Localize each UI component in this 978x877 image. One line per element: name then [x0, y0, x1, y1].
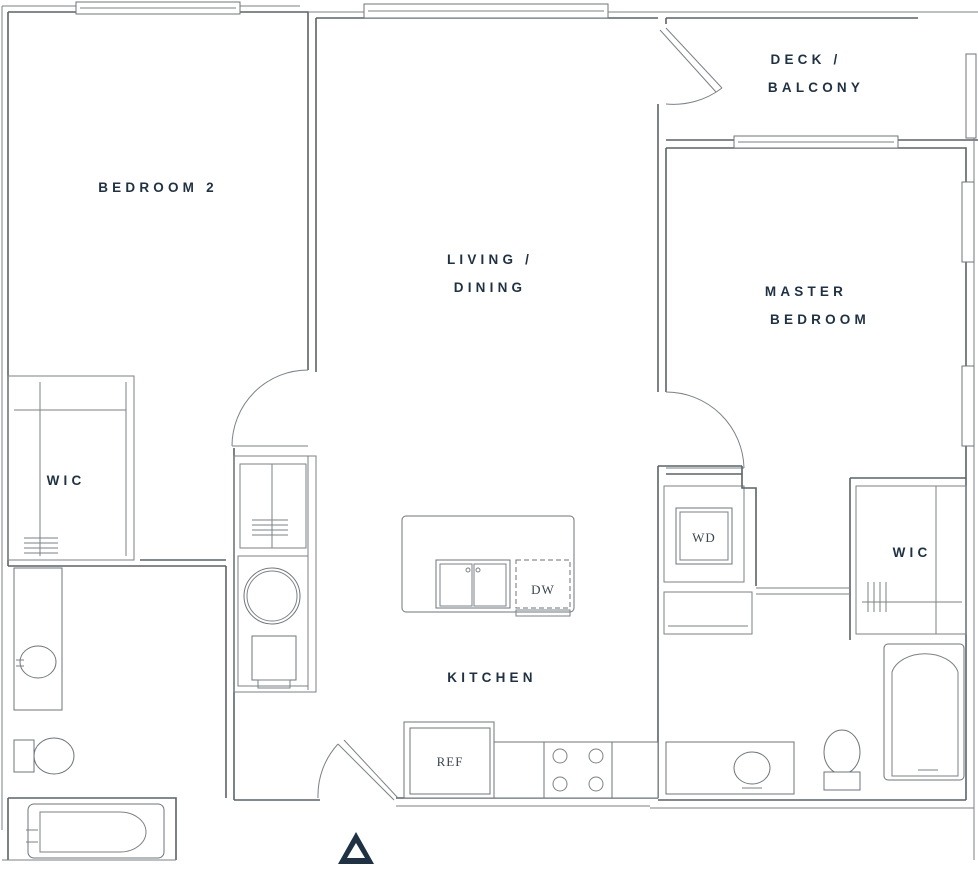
label-master-bedroom: BEDROOM — [770, 312, 870, 327]
washer-dryer-label: WD — [692, 530, 716, 545]
bath-left — [13, 567, 165, 859]
center-closet — [233, 455, 317, 693]
wic-right — [855, 485, 967, 635]
kitchen-island: DW — [401, 515, 575, 617]
label-living: LIVING / — [447, 252, 533, 267]
refrigerator-label: REF — [437, 754, 464, 769]
label-deck: DECK / — [771, 52, 842, 67]
label-balcony: BALCONY — [768, 80, 864, 95]
windows — [75, 1, 977, 447]
kitchen-counter: REF — [403, 721, 659, 799]
north-arrow-icon — [338, 832, 374, 864]
room-labels: BEDROOM 2 WIC LIVING / DINING DECK / BAL… — [47, 52, 932, 685]
label-master: MASTER — [765, 284, 847, 299]
doors — [231, 27, 745, 801]
label-bedroom-2: BEDROOM 2 — [98, 180, 218, 195]
label-wic-right: WIC — [893, 545, 932, 560]
wic-left — [7, 375, 135, 561]
label-wic-left: WIC — [47, 473, 86, 488]
laundry-right: WD — [663, 466, 850, 635]
bath-master — [665, 643, 965, 795]
label-dining: DINING — [454, 280, 526, 295]
label-kitchen: KITCHEN — [447, 670, 536, 685]
dishwasher-label: DW — [531, 582, 555, 597]
